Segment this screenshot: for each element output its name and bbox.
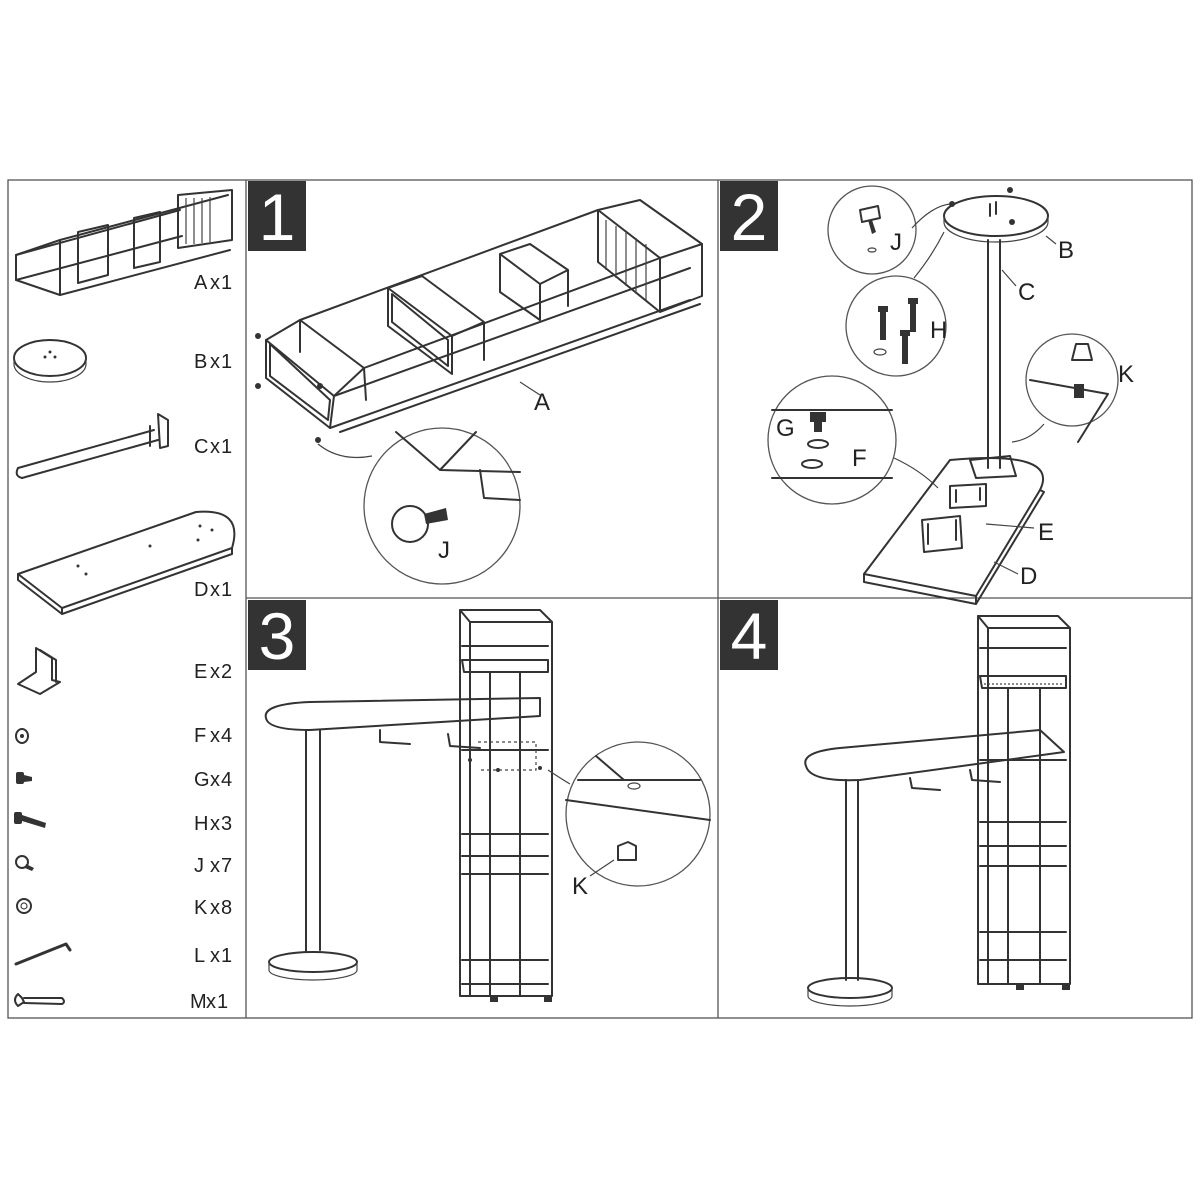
tabletop-icon (17, 510, 236, 615)
step-2-callout-d: D (1020, 563, 1037, 590)
step-2-number: 2 (731, 180, 768, 254)
step-3-number: 3 (259, 599, 296, 673)
part-b-qty: x1 (210, 351, 233, 373)
part-e-qty: x2 (210, 661, 233, 683)
part-j-qty: x7 (210, 855, 233, 877)
step-2-detail-h (845, 275, 947, 377)
part-h-letter: H (194, 813, 209, 835)
wrench-icon (14, 993, 65, 1007)
parts-list: A x1 B x1 C x1 D (13, 189, 236, 1013)
step-2-callout-g: G (776, 415, 795, 442)
step-2-callout-h: H (930, 317, 947, 344)
step-2-callout-j: J (890, 229, 902, 256)
part-m-letter: M (190, 991, 208, 1013)
washer-icon (15, 728, 29, 744)
step-2-detail-gf (767, 375, 897, 505)
part-d-qty: x1 (210, 579, 233, 601)
step-2-callout-c: C (1018, 279, 1035, 306)
part-f-qty: x4 (210, 725, 233, 747)
step-1-callout-j: J (438, 537, 450, 564)
step-3-detail-circle (565, 741, 711, 887)
allen-key-icon (14, 942, 72, 966)
part-a-qty: x1 (210, 272, 233, 294)
part-f-letter: F (194, 725, 207, 747)
part-k-qty: x8 (210, 897, 233, 919)
cap-nut-icon (16, 898, 32, 914)
step-1-callout-a: A (534, 389, 550, 416)
part-d-letter: D (194, 579, 209, 601)
step-1-panel: 1 A (248, 180, 703, 585)
step-2-callout-b: B (1058, 237, 1074, 264)
round-plate-icon (13, 339, 87, 383)
leveling-foot-icon (15, 855, 34, 871)
part-c-qty: x1 (210, 436, 233, 458)
step-2-callout-f: F (852, 445, 867, 472)
bracket-icon (17, 647, 61, 695)
part-b-letter: B (194, 351, 208, 373)
part-g-letter: G (194, 769, 211, 791)
part-g-qty: x4 (210, 769, 233, 791)
step-4-number: 4 (731, 599, 768, 673)
step-2-callout-k: K (1118, 361, 1134, 388)
step-3-callout-k: K (572, 873, 588, 900)
step-3-panel: 3 (248, 599, 711, 1002)
part-j-letter: J (194, 855, 205, 877)
step-2-detail-k (1025, 333, 1119, 427)
frame-shelf-icon (15, 189, 233, 296)
part-k-letter: K (194, 897, 208, 919)
step-2-detail-j (827, 185, 917, 275)
step-1-frame-drawing: A J (255, 199, 703, 585)
step-2-badge (720, 181, 778, 251)
step-3-badge (248, 600, 306, 670)
long-bolt-icon (14, 812, 46, 828)
step-4-panel: 4 (720, 599, 1071, 1007)
pole-icon (15, 413, 169, 479)
part-a-letter: A (194, 272, 208, 294)
step-2-drawing: B C E D J H K (767, 185, 1134, 605)
part-e-letter: E (194, 661, 208, 683)
step-3-drawing: K (264, 609, 711, 1002)
step-2-callout-e: E (1038, 519, 1054, 546)
part-l-letter: L (194, 945, 206, 967)
step-2-panel: 2 B C E D (720, 180, 1134, 605)
step-4-drawing (804, 615, 1071, 1007)
panel-grid (7, 179, 1193, 1019)
step-4-badge (720, 600, 778, 670)
short-screw-icon (16, 772, 32, 784)
step-1-badge (248, 181, 306, 251)
part-l-qty: x1 (210, 945, 233, 967)
step-1-number: 1 (259, 180, 296, 254)
part-m-qty: x1 (206, 991, 229, 1013)
step-1-detail-circle (363, 427, 521, 585)
part-h-qty: x3 (210, 813, 233, 835)
part-c-letter: C (194, 436, 209, 458)
leveling-feet (255, 333, 323, 443)
